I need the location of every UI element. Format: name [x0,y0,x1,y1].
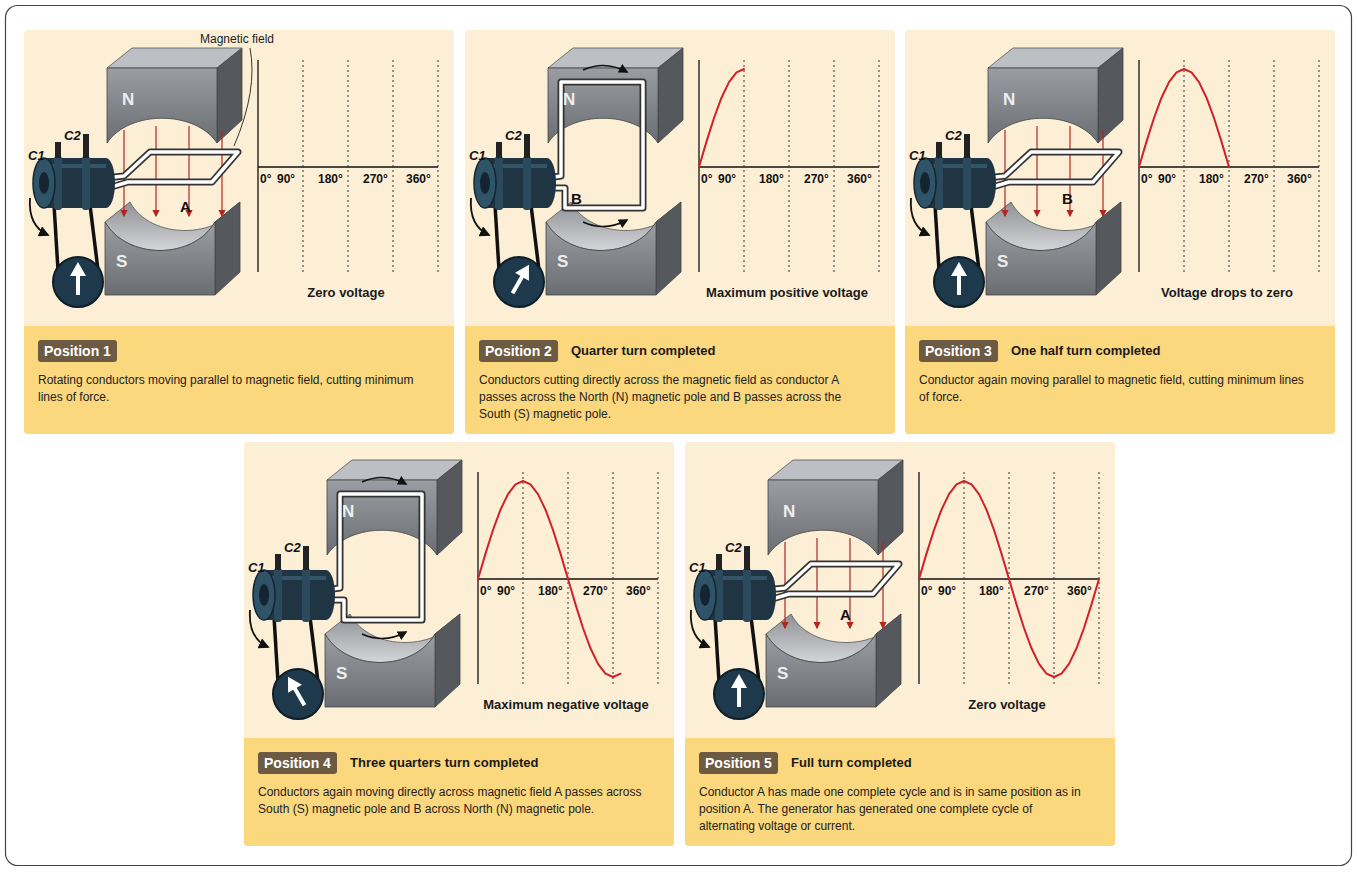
north-magnet [327,460,462,555]
slip-rings [691,546,776,719]
position-label: Position 2 [485,343,552,359]
step-description: Conductors again moving directly across … [258,784,650,818]
graph-axes [699,60,879,272]
slip-rings [250,546,335,719]
conductor-loop [106,152,238,188]
voltage-curve [1139,69,1229,167]
conductor-loop [106,152,238,188]
north-magnet [768,460,903,555]
position-panel: Zero voltageFull turn completedConductor… [685,442,1115,846]
step-heading: One half turn completed [1011,343,1161,358]
field-lines [785,538,883,628]
conductor-loop [767,564,899,600]
meter-needle [951,262,967,295]
rotation-arrows [362,477,406,638]
field-lines [1005,126,1103,216]
conductor-loop [547,82,643,208]
field-lines [124,126,222,216]
voltage-caption: Maximum positive voltage [679,285,895,300]
graph-axes [258,60,438,272]
position-panel: Zero voltageRotating conductors moving p… [24,30,454,434]
meter-needle [281,673,311,710]
step-description: Conductor again moving parallel to magne… [919,372,1311,406]
slip-rings [30,134,115,307]
generator-illustration [471,48,879,307]
graph-axes [1139,60,1319,272]
generator-illustration [30,48,438,307]
step-description: Rotating conductors moving parallel to m… [38,372,430,406]
rotation-arrows [583,65,627,226]
north-magnet [107,48,242,143]
step-description: Conductor A has made one complete cycle … [699,784,1091,835]
generator-illustration [911,48,1319,307]
outer-frame [6,6,1352,866]
slip-rings [911,134,996,307]
meter-needle [70,262,86,295]
slip-rings [471,134,556,307]
conductor-loop [987,152,1119,188]
meter-needle [506,261,536,298]
meter-needle [281,673,311,710]
voltage-caption: Zero voltage [238,285,454,300]
graph-axes [478,472,658,684]
voltage-caption: Voltage drops to zero [1119,285,1335,300]
north-magnet [548,48,683,143]
conductor-loop [987,152,1119,188]
caption-band: Quarter turn completedConductors cutting… [465,326,895,434]
generator-illustration [250,460,658,719]
meter-needle [951,262,967,295]
step-heading: Three quarters turn completed [350,755,539,770]
position-badge: Position 1 [38,340,117,362]
south-magnet [105,202,240,295]
meter-needle [731,674,747,707]
position-badge: Position 5 [699,752,778,774]
voltage-curve [478,481,621,677]
position-panel: Maximum positive voltageQuarter turn com… [465,30,895,434]
south-magnet [546,202,681,295]
position-badge: Position 3 [919,340,998,362]
south-magnet [766,614,901,707]
conductor-loop [326,494,422,620]
caption-band: Three quarters turn completedConductors … [244,738,674,846]
voltage-caption: Zero voltage [899,697,1115,712]
conductor-loop [547,82,643,208]
voltage-curve [919,481,1099,677]
south-magnet [986,202,1121,295]
position-label: Position 5 [705,755,772,771]
meter-needle [731,674,747,707]
graph-axes [919,472,1099,684]
conductor-loop [767,564,899,600]
voltage-curve [699,69,744,167]
south-magnet [325,614,460,707]
step-heading: Full turn completed [791,755,912,770]
position-label: Position 4 [264,755,331,771]
generator-illustration [691,460,1099,719]
position-badge: Position 2 [479,340,558,362]
leader-line [234,48,252,146]
position-label: Position 1 [44,343,111,359]
position-badge: Position 4 [258,752,337,774]
meter-needle [70,262,86,295]
position-panel: Maximum negative voltageThree quarters t… [244,442,674,846]
meter-needle [506,261,536,298]
voltage-caption: Maximum negative voltage [458,697,674,712]
caption-band: One half turn completedConductor again m… [905,326,1335,434]
conductor-loop [326,494,422,620]
north-magnet [988,48,1123,143]
step-description: Conductors cutting directly across the m… [479,372,871,423]
caption-band: Rotating conductors moving parallel to m… [24,326,454,434]
position-label: Position 3 [925,343,992,359]
caption-band: Full turn completedConductor A has made … [685,738,1115,846]
position-panel: Voltage drops to zeroOne half turn compl… [905,30,1335,434]
step-heading: Quarter turn completed [571,343,715,358]
